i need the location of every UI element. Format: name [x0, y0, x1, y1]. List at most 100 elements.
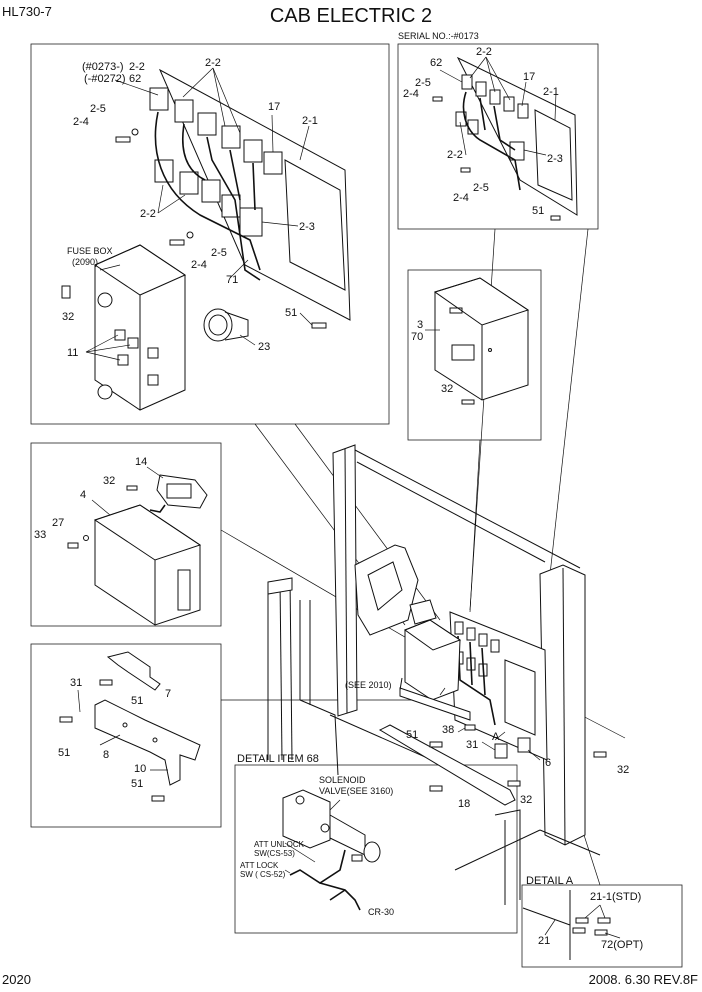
page-number: 2020 [2, 972, 31, 987]
relay-label-14: 14 [135, 456, 147, 468]
date-revision: 2008. 6.30 REV.8F [589, 972, 698, 987]
fuse-panel-screws [61, 128, 327, 329]
detail-a-title: DETAIL A [526, 875, 574, 887]
solenoid-valve [282, 789, 381, 863]
flasher-unit [149, 474, 208, 513]
serial-label-17: 17 [523, 71, 535, 83]
main-label-38: 38 [442, 724, 454, 736]
serial-label-2-1: 2-1 [543, 86, 559, 98]
serial-label-2-5: 2-5 [415, 77, 431, 89]
bracket-panel-screws [59, 679, 165, 802]
relay-label-27: 27 [52, 517, 64, 529]
label-11: 11 [67, 347, 78, 359]
main-view-screws [429, 724, 607, 792]
label-2-4: 2-4 [73, 116, 89, 128]
main-label-32-right: 32 [617, 764, 629, 776]
bracket-7 [106, 651, 161, 691]
bracket-label-51-c: 51 [131, 778, 143, 790]
cr30-label: CR-30 [368, 907, 394, 917]
main-view-leaders [439, 687, 541, 761]
serial-panel-leaders [439, 56, 557, 156]
detail-68-frame [234, 764, 518, 934]
label-2-4-b: 2-4 [191, 259, 207, 271]
lock-switch-label-2: SW ( CS-52) [240, 870, 286, 879]
detail-a-label-21: 21 [538, 935, 550, 947]
main-see-ref: (SEE 2010) [345, 680, 392, 690]
solenoid-label-2: VALVE(SEE 3160) [319, 786, 393, 796]
cab-structure [267, 444, 601, 905]
label-fuse-box: FUSE BOX [67, 246, 113, 256]
controller-unit [433, 277, 530, 401]
detail-68-leaders [284, 799, 341, 874]
serial-panel-screws [432, 96, 561, 221]
serial-label-2-5-b: 2-5 [473, 182, 489, 194]
label-2-5-b: 2-5 [211, 247, 227, 259]
detail-a-std: 21-1(STD) [590, 891, 641, 903]
bracket-label-8: 8 [103, 749, 109, 761]
control-box [93, 504, 202, 626]
label-2-2-serial: 2-2 [129, 61, 145, 73]
detail-a-frame [521, 884, 683, 968]
relay-plate-assembly [149, 68, 351, 321]
label-2-1: 2-1 [302, 115, 318, 127]
bracket-8 [94, 699, 201, 786]
relay-panel-leaders [91, 466, 164, 516]
solenoid-label-1: SOLENOID [319, 775, 366, 785]
bracket-label-51-b: 51 [58, 747, 70, 759]
main-label-6: 6 [545, 757, 551, 769]
main-label-51: 51 [406, 729, 418, 741]
label-2-2-top: 2-2 [205, 57, 221, 69]
label-17: 17 [268, 101, 280, 113]
fuse-panel-leaders [85, 67, 313, 361]
label-2-3: 2-3 [299, 221, 315, 233]
bracket-label-7: 7 [165, 688, 171, 700]
hour-meter [203, 308, 249, 342]
bracket-panel-frame [30, 643, 222, 828]
detail-a-parts [522, 890, 621, 960]
label-2-5: 2-5 [90, 103, 106, 115]
fuse-box [93, 244, 187, 411]
serial-panel-frame [397, 43, 599, 230]
serial-label-51: 51 [532, 205, 544, 217]
fuse-box-knob-lower [97, 384, 113, 400]
serial-label-2-4: 2-4 [403, 88, 419, 100]
unlock-switch-label-1: ATT UNLOCK [254, 840, 305, 849]
label-32: 32 [62, 311, 74, 323]
main-label-31: 31 [466, 739, 478, 751]
bracket-label-31: 31 [70, 677, 82, 689]
serial-label-2-2-b: 2-2 [447, 149, 463, 161]
relay-label-32: 32 [103, 475, 115, 487]
relay-label-4: 4 [80, 489, 86, 501]
serial-panel-title: SERIAL NO.:-#0173 [398, 31, 479, 41]
controller-screw [461, 399, 475, 405]
bracket-panel-leaders [77, 689, 168, 771]
main-bracket-rail [378, 677, 531, 806]
label-51: 51 [285, 307, 297, 319]
page-title: CAB ELECTRIC 2 [270, 5, 432, 27]
label-fuse-box-ref: (2090) [72, 257, 98, 267]
controller-panel-frame [407, 269, 542, 441]
detail-68-title: DETAIL ITEM 68 [237, 753, 319, 765]
main-label-a: A [492, 731, 500, 743]
serial-label-62: 62 [430, 57, 442, 69]
controller-label-3: 3 [417, 319, 423, 331]
solenoid-harness [289, 849, 363, 911]
relay-panel-frame [30, 442, 222, 627]
unlock-switch-label-2: SW(CS-53) [254, 849, 295, 858]
label-23: 23 [258, 341, 270, 353]
bracket-label-10: 10 [134, 763, 146, 775]
label-62: 62 [129, 73, 141, 85]
fuse-panel-frame [30, 43, 390, 425]
serial-label-2-2: 2-2 [476, 46, 492, 58]
relay-label-33: 33 [34, 529, 46, 541]
relay-panel-screws [67, 485, 138, 549]
main-label-18: 18 [458, 798, 470, 810]
fuse-box-knob-upper [97, 292, 113, 308]
bracket-label-51-a: 51 [131, 695, 143, 707]
label-serial-b: (-#0272) [84, 73, 126, 85]
main-fuse-box [403, 599, 462, 701]
serial-label-2-3: 2-3 [547, 153, 563, 165]
label-serial-a: (#0273-) [82, 61, 124, 73]
